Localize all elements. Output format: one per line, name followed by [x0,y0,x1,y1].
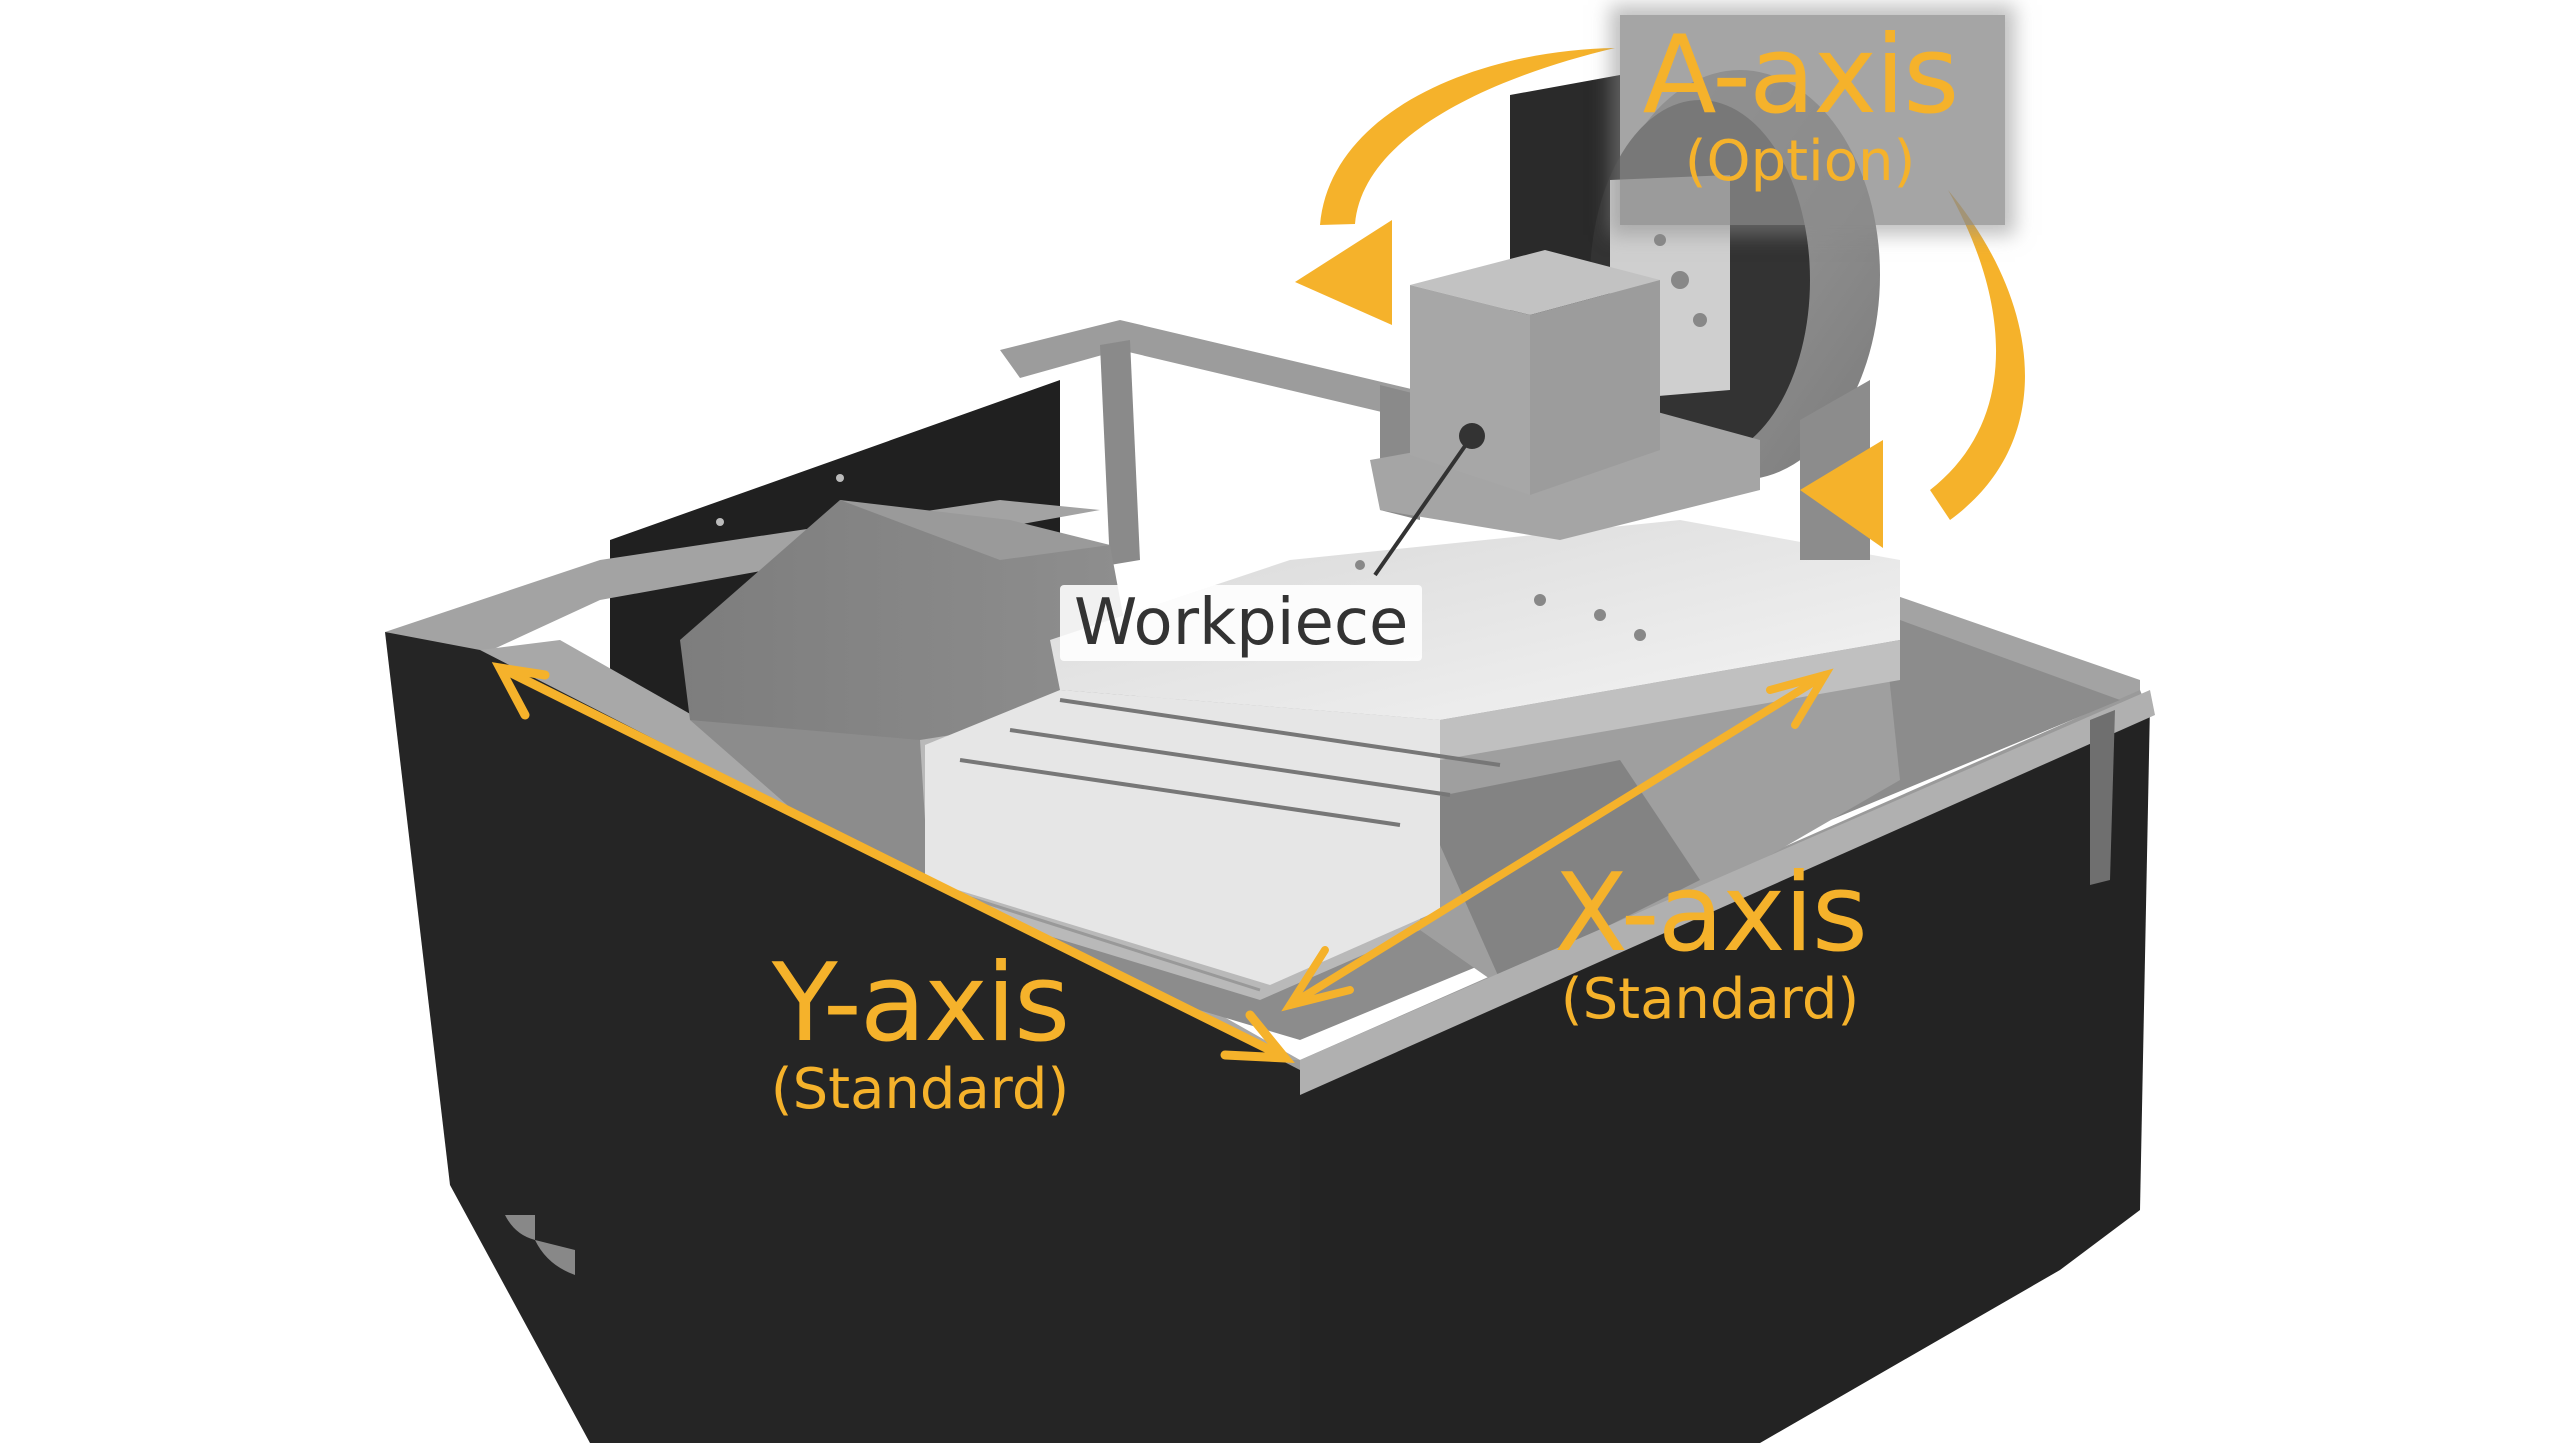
a-axis-rotation-arrows [1295,48,2025,548]
a-axis-arrowhead-left-icon [1295,220,1392,325]
x-axis-title: X-axis [1554,851,1868,976]
x-axis-arrowhead-end-icon [1766,668,1834,729]
machine-table [925,520,1900,985]
a-axis-title: A-axis [1642,13,1960,138]
y-axis-title: Y-axis [771,941,1071,1066]
y-axis-label: Y-axis (Standard) [720,950,1120,1118]
x-axis-arrowhead-start-icon [1281,946,1354,1012]
y-axis-arrowhead-end-icon [1220,1010,1295,1063]
x-axis-arrow [1281,668,1834,1012]
workpiece-label: Workpiece [1060,585,1423,661]
x-axis-subtitle: (Standard) [1560,967,1860,1032]
workpiece-marker-dot [1459,423,1485,449]
y-axis-arrowhead-start-icon [491,662,550,720]
workpiece-leader-line [1373,434,1474,577]
a-axis-label: A-axis (Option) [1620,22,1980,190]
leveling-foot [535,1240,575,1275]
a-axis-arrowhead-right-icon [1800,440,1883,548]
a-axis-arrow-right-icon [1930,190,2025,520]
a-axis-label-backdrop [1620,15,2005,225]
enclosure-left-face [385,632,1300,1443]
a-axis-subtitle: (Option) [1684,129,1916,194]
y-axis-subtitle: (Standard) [770,1057,1070,1122]
leveling-foot [505,1215,535,1240]
x-axis-label: X-axis (Standard) [1540,860,1880,1028]
y-axis-arrow [491,662,1295,1063]
enclosure-right-face [1300,705,2150,1443]
workpiece-cube [1410,250,1660,495]
a-axis-arrow-left-icon [1320,48,1615,225]
